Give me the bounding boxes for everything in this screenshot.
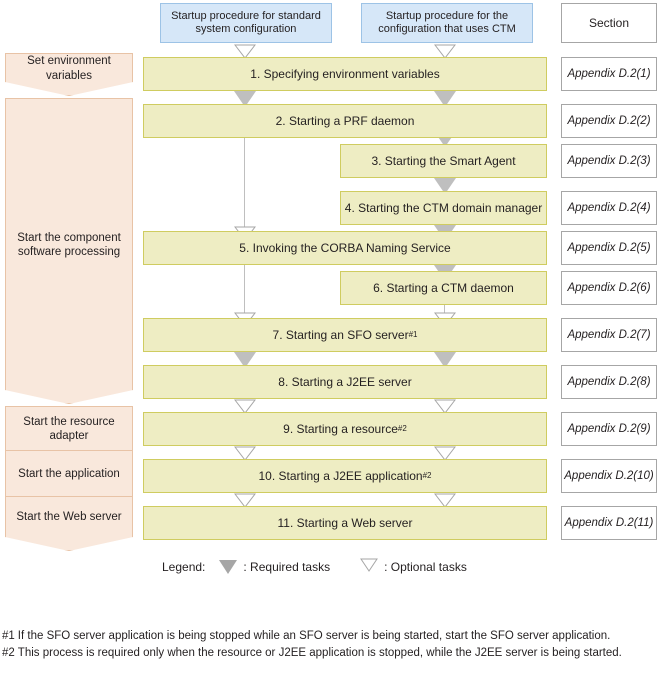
legend-optional-text: : Optional tasks [384, 559, 467, 574]
arrow-filled-step3-step4 [434, 178, 456, 194]
step-label: 4. Starting the CTM domain manager [344, 200, 543, 215]
footnote-1: #1 If the SFO server application is bein… [2, 628, 657, 645]
connector-line-step6-step7 [444, 305, 445, 315]
group-start-component-software-processing: Start the component software processing [5, 98, 133, 404]
step-box-10[interactable]: 10. Starting a J2EE application#2 [143, 459, 547, 493]
step-box-3[interactable]: 3. Starting the Smart Agent [340, 144, 547, 178]
step-box-9[interactable]: 9. Starting a resource#2 [143, 412, 547, 446]
group-label: Start the Web server [16, 511, 122, 524]
step-label: 1. Specifying environment variables [250, 66, 440, 81]
column-header-section: Section [561, 3, 657, 43]
step-label: 3. Starting the Smart Agent [371, 153, 516, 168]
group-set-environment-variables: Set environment variables [5, 53, 133, 96]
section-cell-4[interactable]: Appendix D.2(4) [561, 191, 657, 225]
arrow-filled-step7-step8-right [434, 352, 456, 368]
footnote-mark: #1 [2, 630, 15, 642]
footnote-mark: #2 [2, 646, 15, 659]
column-header-standard: Startup procedure for standard system co… [160, 3, 332, 43]
required-task-triangle-icon [219, 559, 238, 574]
section-cell-3[interactable]: Appendix D.2(3) [561, 144, 657, 178]
step-label: 5. Invoking the CORBA Naming Service [239, 240, 451, 255]
column-header-ctm: Startup procedure for the configuration … [361, 3, 533, 43]
step-box-1[interactable]: 1. Specifying environment variables [143, 57, 547, 91]
step-box-5[interactable]: 5. Invoking the CORBA Naming Service [143, 231, 547, 265]
group-start-web-server: Start the Web server [5, 496, 133, 551]
section-cell-9[interactable]: Appendix D.2(9) [561, 412, 657, 446]
arrow-filled-step1-step2-right [434, 91, 456, 107]
step-label: 10. Starting a J2EE application [258, 468, 423, 483]
group-label: Set environment variables [27, 55, 111, 82]
step-box-6[interactable]: 6. Starting a CTM daemon [340, 271, 547, 305]
connector-line-step5-step7 [244, 265, 245, 314]
group-label: Start the application [18, 467, 120, 480]
section-cell-8[interactable]: Appendix D.2(8) [561, 365, 657, 399]
section-cell-11[interactable]: Appendix D.2(11) [561, 506, 657, 540]
group-label: Start the resource adapter [23, 415, 115, 442]
step-label: 2. Starting a PRF daemon [275, 113, 415, 128]
step-label: 9. Starting a resource [283, 421, 398, 436]
step-label: 7. Starting an SFO server [272, 327, 409, 342]
step-label: 6. Starting a CTM daemon [373, 280, 514, 295]
section-cell-6[interactable]: Appendix D.2(6) [561, 271, 657, 305]
legend: Legend: : Required tasks : Optional task… [162, 558, 467, 575]
step-box-8[interactable]: 8. Starting a J2EE server [143, 365, 547, 399]
section-cell-10[interactable]: Appendix D.2(10) [561, 459, 657, 493]
group-label: Start the component software processing [17, 231, 121, 258]
step-box-7[interactable]: 7. Starting an SFO server#1 [143, 318, 547, 352]
step-box-4[interactable]: 4. Starting the CTM domain manager [340, 191, 547, 225]
legend-label: Legend: [162, 559, 206, 574]
section-cell-2[interactable]: Appendix D.2(2) [561, 104, 657, 138]
section-cell-7[interactable]: Appendix D.2(7) [561, 318, 657, 352]
footnote-text: This process is required only when the r… [17, 646, 622, 659]
section-cell-5[interactable]: Appendix D.2(5) [561, 231, 657, 265]
step-box-2[interactable]: 2. Starting a PRF daemon [143, 104, 547, 138]
step-box-11[interactable]: 11. Starting a Web server [143, 506, 547, 540]
arrow-filled-step1-step2-left [234, 91, 256, 107]
arrow-filled-step7-step8-left [234, 352, 256, 368]
legend-required-text: : Required tasks [243, 559, 331, 574]
optional-task-triangle-icon [360, 558, 379, 575]
footnotes: #1 If the SFO server application is bein… [2, 628, 657, 661]
section-cell-1[interactable]: Appendix D.2(1) [561, 57, 657, 91]
connector-line-step2-step5 [244, 131, 245, 228]
step-label: 8. Starting a J2EE server [278, 374, 412, 389]
footnote-text: If the SFO server application is being s… [17, 630, 611, 642]
step-label: 11. Starting a Web server [277, 515, 413, 530]
footnote-2: #2 This process is required only when th… [2, 645, 657, 662]
